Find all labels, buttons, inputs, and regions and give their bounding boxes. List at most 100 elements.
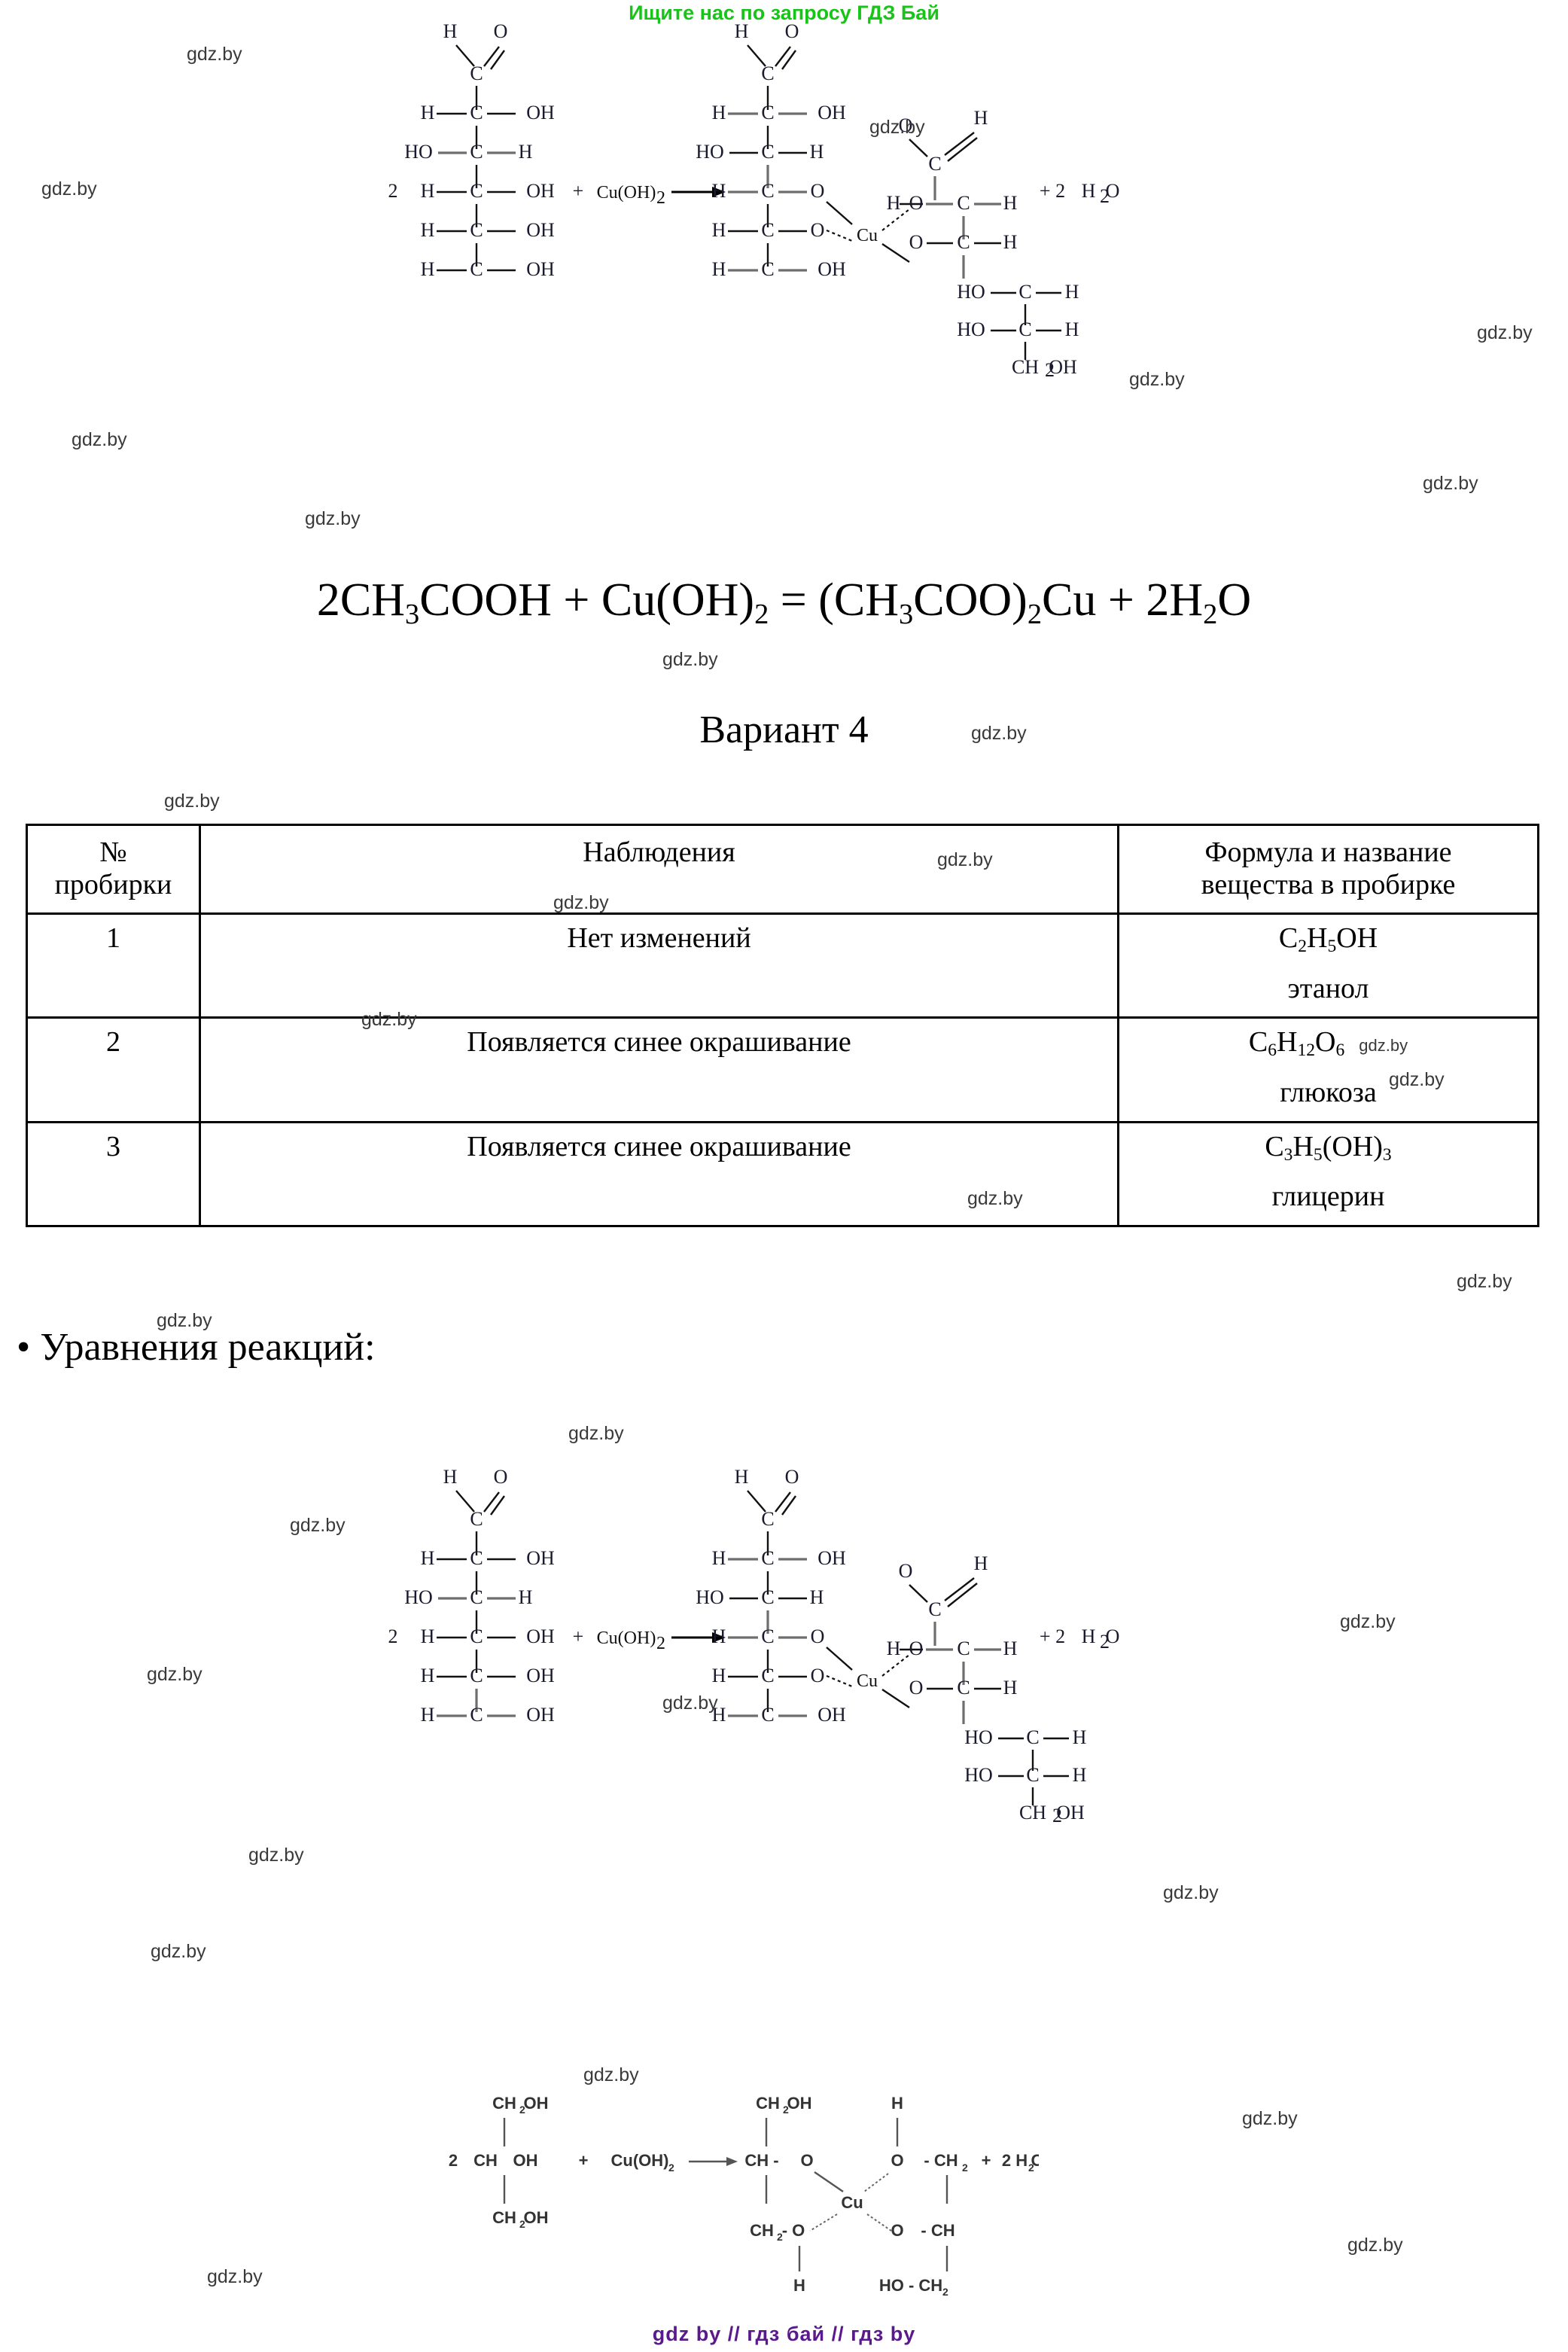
acetic-acid-equation: 2CH3COOH + Cu(OH)2 = (CH3COO)2Cu + 2H2O (0, 574, 1568, 631)
svg-text:Cu(OH): Cu(OH) (597, 183, 656, 203)
svg-text:HO: HO (696, 141, 724, 163)
svg-text:OH: OH (1049, 356, 1077, 376)
watermark-gdz: gdz.by (41, 178, 97, 200)
svg-text:OH: OH (787, 2094, 812, 2113)
svg-text:O: O (811, 1665, 825, 1686)
chemical-diagram-glucose-bottom-tail: HO C H HO C H CH 2 OH (941, 1724, 1212, 1822)
svg-text:C: C (957, 192, 970, 214)
svg-text:C: C (761, 1586, 774, 1608)
observations-table-wrap: № пробирки Наблюдения Формула и название… (26, 823, 1539, 1227)
svg-text:O: O (1106, 1625, 1120, 1647)
svg-text:HO: HO (696, 1586, 724, 1608)
svg-text:OH: OH (524, 2208, 549, 2227)
table-row: 1 Нет изменений C2H5OH этанол (26, 912, 1539, 1019)
svg-text:OH: OH (526, 1547, 555, 1569)
watermark-gdz: gdz.by (187, 44, 242, 65)
svg-text:O: O (899, 114, 913, 136)
svg-text:H: H (1003, 192, 1018, 214)
svg-text:C: C (761, 1547, 774, 1569)
cell-observation: Появляется синее окрашивание (199, 1016, 1119, 1123)
watermark-gdz: gdz.by (662, 649, 718, 670)
watermark-gdz: gdz.by (1389, 1069, 1445, 1090)
cell-observation: Нет изменений (199, 912, 1119, 1019)
svg-text:C: C (928, 153, 941, 175)
svg-text:O: O (899, 1560, 913, 1582)
svg-text:O: O (909, 1638, 924, 1659)
svg-text:OH: OH (526, 1625, 555, 1647)
svg-text:O: O (891, 2221, 903, 2240)
svg-text:2: 2 (783, 2104, 789, 2116)
svg-text:- CH: - CH (924, 2151, 958, 2170)
svg-text:O: O (494, 1466, 508, 1488)
svg-text:O: O (909, 1677, 924, 1698)
watermark-gdz: gdz.by (1163, 1882, 1219, 1903)
table-header-row: № пробирки Наблюдения Формула и название… (26, 823, 1539, 916)
svg-text:OH: OH (817, 1547, 846, 1569)
watermark-gdz: gdz.by (305, 508, 361, 529)
svg-text:CH: CH (1019, 1802, 1046, 1822)
watermark-gdz: gdz.by (151, 1941, 206, 1962)
watermark-gdz: gdz.by (248, 1845, 304, 1866)
svg-text:HO - CH: HO - CH (879, 2276, 942, 2295)
equation-text: 2CH3COOH + Cu(OH)2 = (CH3COO)2Cu + 2H2O (316, 574, 1252, 630)
svg-text:Cu(OH): Cu(OH) (611, 2151, 669, 2170)
svg-text:C: C (470, 1704, 483, 1724)
svg-text:H: H (421, 1625, 435, 1647)
substance-name: этанол (1287, 972, 1369, 1004)
svg-text:H: H (1082, 1625, 1096, 1647)
svg-text:2: 2 (519, 2218, 525, 2230)
svg-text:C: C (470, 180, 483, 202)
observation-text: Появляется синее окрашивание (467, 1130, 851, 1162)
svg-text:H: H (712, 258, 726, 279)
svg-text:OH: OH (817, 1704, 846, 1724)
tube-number: 1 (106, 922, 120, 955)
variant-title: Вариант 4 (699, 708, 869, 751)
svg-text:H: H (421, 258, 435, 279)
substance-name: глюкоза (1280, 1076, 1377, 1108)
svg-text:CH: CH (492, 2094, 516, 2113)
svg-text:Cu: Cu (857, 226, 878, 245)
site-footer: gdz by // гдз бай // гдз by (652, 2323, 916, 2345)
observation-text: Нет изменений (567, 922, 751, 955)
svg-text:OH: OH (817, 258, 846, 279)
svg-text:C: C (470, 62, 483, 84)
svg-text:H: H (421, 1704, 435, 1724)
cell-formula: C6H12O6 gdz.by глюкоза (1117, 1016, 1539, 1123)
svg-text:H: H (810, 141, 824, 163)
svg-text:C: C (761, 1665, 774, 1686)
svg-text:H: H (712, 180, 726, 202)
svg-text:C: C (1018, 281, 1031, 303)
cell-formula: C2H5OH этанол (1117, 912, 1539, 1019)
svg-text:H: H (1073, 1764, 1087, 1786)
svg-text:C: C (761, 180, 774, 202)
watermark-gdz: gdz.by (1340, 1611, 1396, 1632)
svg-text:H: H (712, 102, 726, 123)
watermark-gdz: gdz.by (583, 2064, 639, 2085)
svg-text:H: H (712, 1547, 726, 1569)
header-cell-observations: Наблюдения (199, 823, 1119, 916)
svg-text:C: C (928, 1598, 941, 1620)
svg-text:CH: CH (492, 2208, 516, 2227)
svg-text:CH: CH (750, 2221, 774, 2240)
svg-text:C: C (761, 258, 774, 279)
site-promo-banner: Ищите нас по запросу ГДЗ Бай (629, 2, 939, 24)
tube-number: 2 (106, 1026, 120, 1059)
watermark-gdz: gdz.by (72, 429, 127, 450)
svg-text:OH: OH (817, 102, 846, 123)
svg-text:H: H (735, 20, 749, 42)
table-row: 2 Появляется синее окрашивание C6H12O6 g… (26, 1016, 1539, 1123)
svg-text:+ 2: + 2 (1040, 1625, 1065, 1647)
watermark-gdz: gdz.by (967, 1188, 1023, 1209)
watermark-inline: gdz.by (1359, 1036, 1408, 1056)
chemical-diagram-glucose-bottom: H O C H C OH HO C H 2 H C OH H C OH H C … (354, 1461, 1212, 1724)
svg-text:C: C (761, 102, 774, 123)
svg-text:OH: OH (526, 258, 555, 279)
svg-text:HO: HO (957, 318, 985, 340)
svg-text:H: H (712, 1704, 726, 1724)
svg-text:H: H (519, 1586, 533, 1608)
svg-text:C: C (761, 1625, 774, 1647)
svg-text:+: + (982, 2151, 991, 2170)
svg-text:2: 2 (1100, 1631, 1110, 1653)
svg-text:2: 2 (388, 180, 398, 202)
svg-text:OH: OH (1056, 1802, 1085, 1822)
